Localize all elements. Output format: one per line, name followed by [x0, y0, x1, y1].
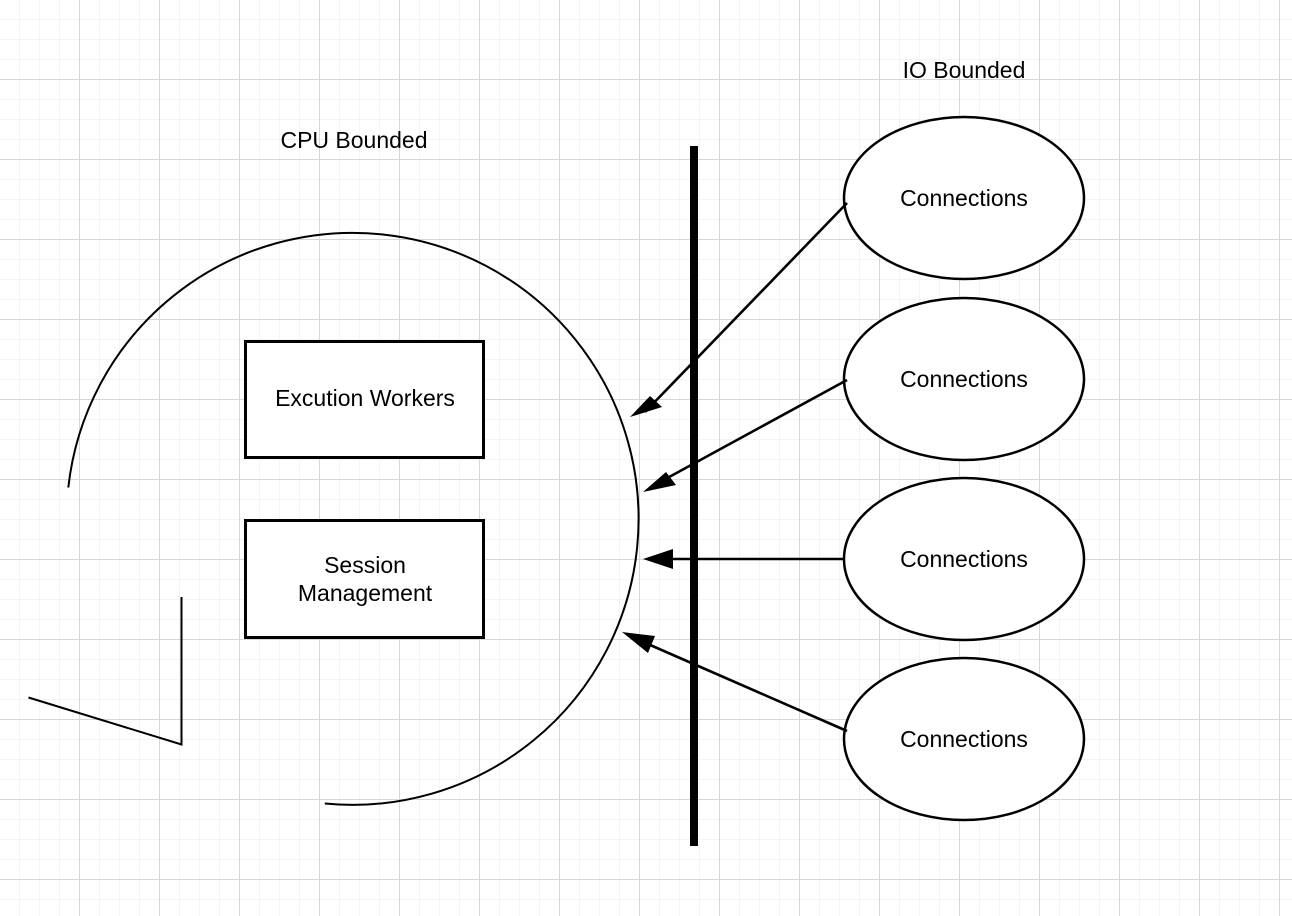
session-management-rect [244, 519, 485, 639]
connection-2-label: Connections [900, 366, 1028, 392]
connector-3-arrowhead-icon [643, 549, 673, 569]
execution-workers-box[interactable]: Excution Workers [244, 340, 485, 459]
connector-arrow-3 [643, 549, 844, 569]
connector-4-line [640, 639, 848, 733]
connector-1-arrowhead-icon [630, 396, 662, 417]
session-management-label-line1: Session [324, 552, 406, 578]
connection-node-2[interactable]: Connections [842, 296, 1086, 462]
connection-3-label: Connections [900, 546, 1028, 572]
connection-1-ellipse [842, 115, 1086, 281]
connector-arrow-1 [630, 202, 848, 417]
execution-workers-rect [244, 340, 485, 459]
cpu-arc-arrowhead-icon [28, 597, 183, 746]
connection-node-3[interactable]: Connections [842, 476, 1086, 642]
connection-2-ellipse [842, 296, 1086, 462]
io-bounded-label: IO Bounded [903, 57, 1026, 83]
cpu-bounded-label: CPU Bounded [280, 127, 427, 153]
execution-workers-label: Excution Workers [275, 385, 455, 411]
connector-arrow-4 [622, 632, 848, 733]
cpu-boundary-arc [67, 231, 640, 806]
connector-arrow-2 [643, 378, 848, 492]
session-management-label-line2: Management [298, 580, 433, 606]
session-management-box[interactable]: Session Management [244, 519, 485, 639]
boundary-divider-bar [690, 146, 698, 846]
connector-1-line [644, 202, 848, 413]
connection-4-label: Connections [900, 726, 1028, 752]
connection-1-label: Connections [900, 185, 1028, 211]
connection-node-4[interactable]: Connections [842, 656, 1086, 822]
connector-2-arrowhead-icon [643, 472, 676, 492]
connector-2-line [659, 378, 848, 484]
connector-4-arrowhead-icon [622, 632, 655, 653]
connection-4-ellipse [842, 656, 1086, 822]
connection-node-1[interactable]: Connections [842, 115, 1086, 281]
